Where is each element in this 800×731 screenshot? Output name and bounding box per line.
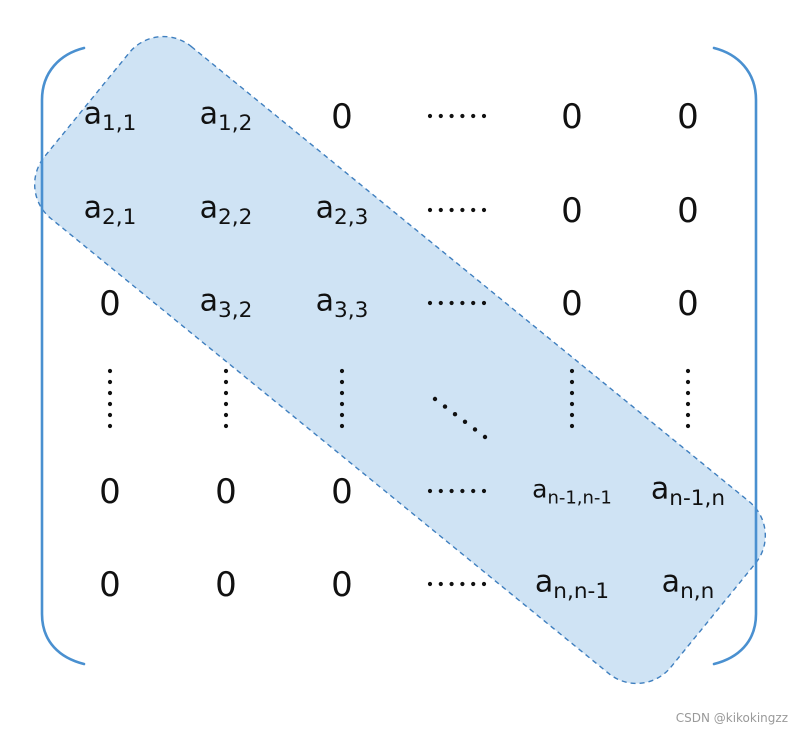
matrix-entry: a3,3 [316, 286, 369, 322]
matrix-entry-base: a [315, 283, 335, 319]
matrix-zero-entry: 0 [561, 284, 583, 324]
vertical-ellipsis-icon [569, 368, 575, 429]
horizontal-ellipsis-icon [427, 113, 487, 119]
tridiagonal-band [33, 35, 767, 685]
vertical-ellipsis-icon [339, 368, 345, 429]
matrix-entry-subscript: 2,1 [102, 205, 137, 231]
matrix-zero-entry: 0 [215, 565, 237, 605]
horizontal-ellipsis-icon [427, 581, 487, 587]
matrix-zero-entry: 0 [99, 472, 121, 512]
matrix-entry-base: a [315, 190, 335, 226]
left-bracket [40, 46, 86, 666]
matrix-zero-entry: 0 [561, 97, 583, 137]
matrix-entry: a2,1 [84, 193, 137, 229]
matrix-entry-subscript: 3,3 [334, 298, 369, 324]
matrix-entry: a1,1 [84, 99, 137, 135]
matrix-zero-entry: 0 [331, 565, 353, 605]
matrix-entry-base: a [199, 283, 219, 319]
matrix-zero-entry: 0 [677, 97, 699, 137]
matrix-entry-subscript: 2,3 [334, 205, 369, 231]
matrix-entry-base: a [199, 96, 219, 132]
matrix-entry-base: a [532, 474, 548, 504]
matrix-entry: an-1,n [651, 474, 725, 510]
right-bracket [712, 46, 758, 666]
matrix-zero-entry: 0 [331, 97, 353, 137]
watermark: CSDN @kikokingzz [675, 711, 788, 725]
vertical-ellipsis-icon [107, 368, 113, 429]
matrix-zero-entry: 0 [561, 191, 583, 231]
matrix-entry-base: a [83, 190, 103, 226]
matrix-entry-subscript: 1,2 [218, 111, 253, 137]
matrix-entry-base: a [650, 471, 670, 507]
matrix-brackets [40, 46, 758, 666]
matrix-entry-base: a [83, 96, 103, 132]
matrix-entry: a2,3 [316, 193, 369, 229]
matrix-zero-entry: 0 [677, 284, 699, 324]
matrix-entry-subscript: n,n-1 [553, 579, 610, 605]
matrix-entry-subscript: n,n [680, 579, 715, 605]
matrix-zero-entry: 0 [331, 472, 353, 512]
ellipsis-layer [107, 113, 691, 587]
matrix-zero-entry: 0 [99, 565, 121, 605]
matrix-entry-subscript: n-1,n [669, 486, 726, 512]
matrix-entry: a2,2 [200, 193, 253, 229]
matrix-entry: an-1,n-1 [532, 477, 612, 508]
matrix-entry-base: a [199, 190, 219, 226]
matrix-entry: an,n [662, 567, 715, 603]
horizontal-ellipsis-icon [427, 488, 487, 494]
matrix-entry-subscript: 2,2 [218, 205, 253, 231]
vertical-ellipsis-icon [685, 368, 691, 429]
matrix-entry: a1,2 [200, 99, 253, 135]
tridiagonal-band-layer [33, 35, 767, 685]
diagonal-ellipsis-icon [432, 396, 488, 440]
matrix-zero-entry: 0 [215, 472, 237, 512]
vertical-ellipsis-icon [223, 368, 229, 429]
matrix-entry-subscript: n-1,n-1 [547, 487, 612, 509]
matrix-entry-base: a [661, 564, 681, 600]
matrix-entry: a3,2 [200, 286, 253, 322]
matrix-entry: an,n-1 [535, 567, 609, 603]
matrix-entry-base: a [534, 564, 554, 600]
horizontal-ellipsis-icon [427, 207, 487, 213]
horizontal-ellipsis-icon [427, 300, 487, 306]
matrix-zero-entry: 0 [99, 284, 121, 324]
matrix-zero-entry: 0 [677, 191, 699, 231]
matrix-entry-subscript: 1,1 [102, 111, 137, 137]
matrix-entry-subscript: 3,2 [218, 298, 253, 324]
